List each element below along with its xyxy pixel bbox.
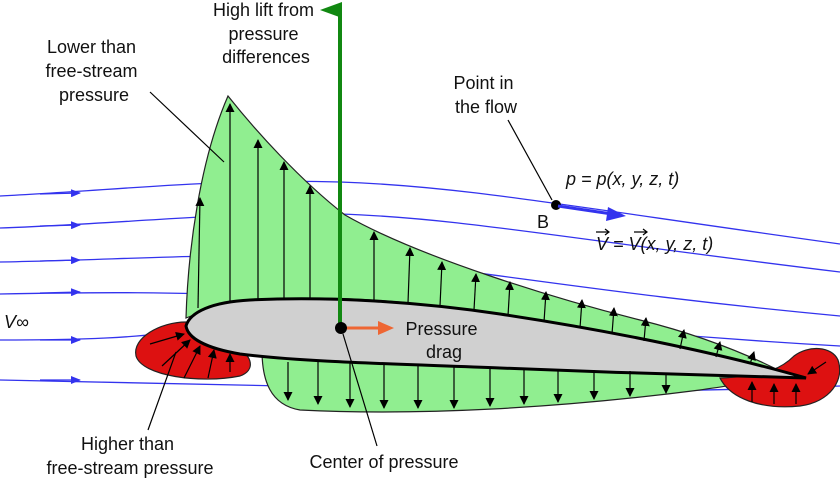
- leader-lines: [147, 91, 553, 447]
- lower-pressure-label: Lower than free-stream pressure: [45, 37, 142, 105]
- point-in-flow-label: Point in the flow: [453, 73, 518, 117]
- point-b-label: B: [537, 212, 549, 232]
- lower-pressure-arrows: [283, 362, 671, 409]
- center-of-pressure-dot: [335, 322, 347, 334]
- upper-pressure-arrows: [195, 103, 756, 365]
- lift-label: High lift from pressure differences: [213, 0, 319, 67]
- pressure-arrow: [195, 197, 205, 309]
- velocity-arrow: [557, 204, 626, 221]
- higher-pressure-label: Higher than free-stream pressure: [46, 434, 213, 478]
- pressure-arrow: [807, 361, 827, 375]
- leader-line-point-in-flow: [507, 119, 553, 201]
- vector-overbar-icon: [634, 228, 648, 236]
- high-pressure-arrows: [149, 331, 827, 404]
- drag-arrow: [344, 321, 394, 335]
- pressure-arrow: [505, 281, 515, 317]
- velocity-equation: V = V(x, y, z, t): [596, 234, 713, 254]
- pressure-arrow: [437, 261, 447, 307]
- pressure-arrow: [608, 307, 618, 335]
- streamline-arrow: [39, 256, 81, 265]
- pressure-arrow: [540, 291, 550, 323]
- streamline-arrow: [39, 189, 81, 198]
- freestream-label: V∞: [4, 312, 29, 332]
- pressure-arrow: [207, 349, 217, 379]
- velocity-equation-group: V = V(x, y, z, t): [596, 228, 713, 254]
- pressure-arrow: [677, 329, 687, 350]
- pressure-arrow: [405, 247, 415, 304]
- pressure-arrow: [747, 351, 756, 365]
- vector-overbar-icon: [596, 228, 610, 236]
- leader-line-lower-pressure: [149, 91, 225, 163]
- pressure-equation: p = p(x, y, z, t): [565, 169, 679, 189]
- pressure-arrow: [471, 273, 481, 311]
- streamline: [0, 213, 840, 273]
- pressure-arrow: [640, 317, 650, 342]
- leader-line-higher-pressure: [147, 351, 177, 431]
- streamline-arrow: [39, 288, 81, 297]
- leader-line-center-of-pressure: [342, 333, 378, 447]
- pressure-arrow: [149, 331, 185, 345]
- streamline-arrow: [39, 221, 81, 230]
- streamline: [0, 180, 840, 245]
- pressure-arrow: [183, 345, 201, 379]
- pressure-arrow: [713, 341, 723, 358]
- pressure-arrow: [576, 299, 586, 329]
- center-of-pressure-label: Center of pressure: [309, 452, 458, 472]
- pressure-drag-label: Pressure drag: [405, 319, 482, 362]
